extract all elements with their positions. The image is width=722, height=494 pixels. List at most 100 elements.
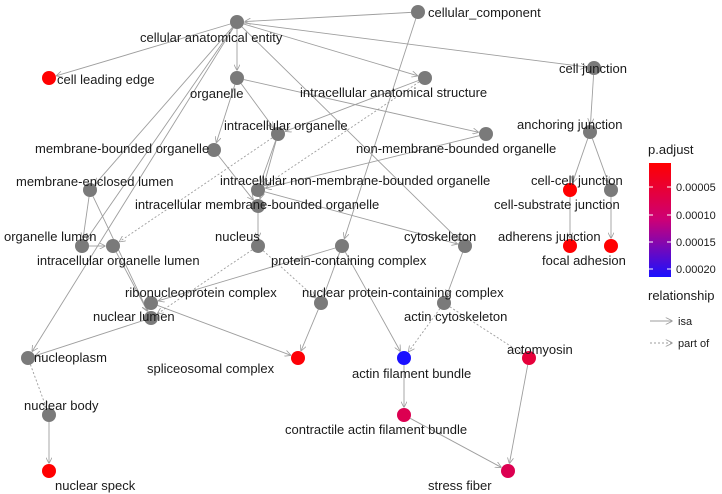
edge-org-mbo [216, 84, 236, 143]
node-label-nucleus: nucleus [215, 229, 260, 244]
node-am[interactable] [522, 351, 536, 365]
node-pcc[interactable] [335, 239, 349, 253]
node-rnp[interactable] [144, 296, 158, 310]
edge-aj-csj [591, 138, 608, 183]
node-cle[interactable] [42, 71, 56, 85]
node-label-cafb: contractile actin filament bundle [285, 422, 467, 437]
node-label-cc: cellular_component [428, 5, 541, 20]
edge-cae-cle [57, 23, 231, 76]
legend-color-title: p.adjust [648, 142, 694, 157]
node-sf[interactable] [501, 464, 515, 478]
node-cc[interactable] [411, 5, 425, 19]
edge-io-iol [120, 137, 273, 242]
legend-partof-label: part of [678, 338, 710, 350]
node-label-acyto: actin cytoskeleton [404, 309, 507, 324]
node-ol[interactable] [75, 239, 89, 253]
edge-ias-io [285, 80, 419, 131]
node-afb[interactable] [397, 351, 411, 365]
edge-ias-inmbo [265, 81, 420, 186]
edge-mel-nl [92, 196, 148, 310]
edge-iol-nl [115, 251, 147, 311]
node-cae[interactable] [230, 15, 244, 29]
node-nb[interactable] [42, 408, 56, 422]
legend-tick-1: 0.00005 [676, 182, 716, 194]
edge-pcc-afb [344, 251, 400, 351]
legend-tick-3: 0.00015 [676, 237, 716, 249]
node-cyto[interactable] [458, 239, 472, 253]
edge-cae-mel [95, 26, 233, 184]
nodes-layer [21, 5, 618, 478]
node-acyto[interactable] [437, 296, 451, 310]
legend-color-bar [649, 163, 671, 277]
node-label-mbo: membrane-bounded organelle [35, 141, 209, 156]
node-label-cle: cell leading edge [57, 72, 155, 87]
node-label-nsp: nuclear speck [55, 478, 136, 493]
edge-aj-ccj [573, 138, 589, 183]
node-mel[interactable] [83, 183, 97, 197]
node-label-io: intracellular organelle [224, 118, 348, 133]
node-label-sf: stress fiber [428, 478, 492, 493]
edge-nucleus-nl [158, 249, 253, 314]
legend-relationship-title: relationship [648, 288, 715, 303]
node-nmbo[interactable] [479, 127, 493, 141]
node-inmbo[interactable] [251, 183, 265, 197]
node-label-rnp: ribonucleoprotein complex [125, 285, 277, 300]
node-label-am: actomyosin [507, 342, 573, 357]
node-fa[interactable] [604, 239, 618, 253]
edge-cyto-acyto [447, 252, 464, 296]
edge-am-sf [509, 364, 529, 463]
edge-acyto-afb [409, 308, 441, 352]
node-label-npcc: nuclear protein-containing complex [302, 285, 504, 300]
node-iol[interactable] [106, 239, 120, 253]
node-label-inmbo: intracellular non-membrane-bounded organ… [220, 173, 490, 188]
node-label-org: organelle [190, 86, 244, 101]
node-nl[interactable] [144, 311, 158, 325]
node-nsp[interactable] [42, 464, 56, 478]
node-label-cj: cell junction [559, 61, 627, 76]
edge-nl-np [36, 319, 145, 355]
node-label-adj: adherens junction [498, 229, 601, 244]
node-label-ccj: cell-cell junction [531, 173, 623, 188]
edge-inmbo-cyto [264, 191, 458, 244]
node-cj[interactable] [587, 61, 601, 75]
node-label-imbo: intracellular membrane-bounded organelle [135, 197, 379, 212]
node-org[interactable] [230, 71, 244, 85]
node-label-fa: focal adhesion [542, 253, 626, 268]
node-label-aj: anchoring junction [517, 117, 623, 132]
edge-cae-cyto [241, 26, 459, 240]
node-ccj[interactable] [563, 183, 577, 197]
node-label-iol: intracellular organelle lumen [37, 253, 200, 268]
node-np[interactable] [21, 351, 35, 365]
node-spl[interactable] [291, 351, 305, 365]
node-label-afb: actin filament bundle [352, 366, 471, 381]
edge-cafb-sf [409, 417, 501, 467]
node-label-np: nucleoplasm [34, 350, 107, 365]
node-nucleus[interactable] [251, 239, 265, 253]
legend-tick-2: 0.00010 [676, 210, 716, 222]
edge-cae-ol [87, 27, 234, 240]
node-label-nl: nuclear lumen [93, 309, 175, 324]
node-label-cae: cellular anatomical entity [140, 30, 283, 45]
edge-cae-cj [243, 22, 586, 67]
node-mbo[interactable] [207, 143, 221, 157]
node-imbo[interactable] [251, 199, 265, 213]
node-adj[interactable] [563, 239, 577, 253]
node-label-pcc: protein-containing complex [271, 253, 427, 268]
edge-io-inmbo [261, 140, 277, 183]
edge-npcc-spl [301, 309, 319, 350]
node-label-spl: spliceosomal complex [147, 361, 275, 376]
edge-cae-ias [243, 23, 418, 76]
node-ias[interactable] [418, 71, 432, 85]
edge-cae-np [32, 27, 234, 351]
node-npcc[interactable] [314, 296, 328, 310]
edges-layer [29, 11, 611, 467]
edge-nmbo-inmbo [266, 135, 480, 188]
node-io[interactable] [271, 127, 285, 141]
edge-org-nmbo [243, 79, 478, 133]
node-aj[interactable] [583, 125, 597, 139]
edge-rnp-spl [157, 305, 291, 355]
edge-org-io [240, 83, 273, 128]
edge-pcc-npcc [324, 252, 341, 296]
node-csj[interactable] [604, 183, 618, 197]
node-cafb[interactable] [397, 408, 411, 422]
